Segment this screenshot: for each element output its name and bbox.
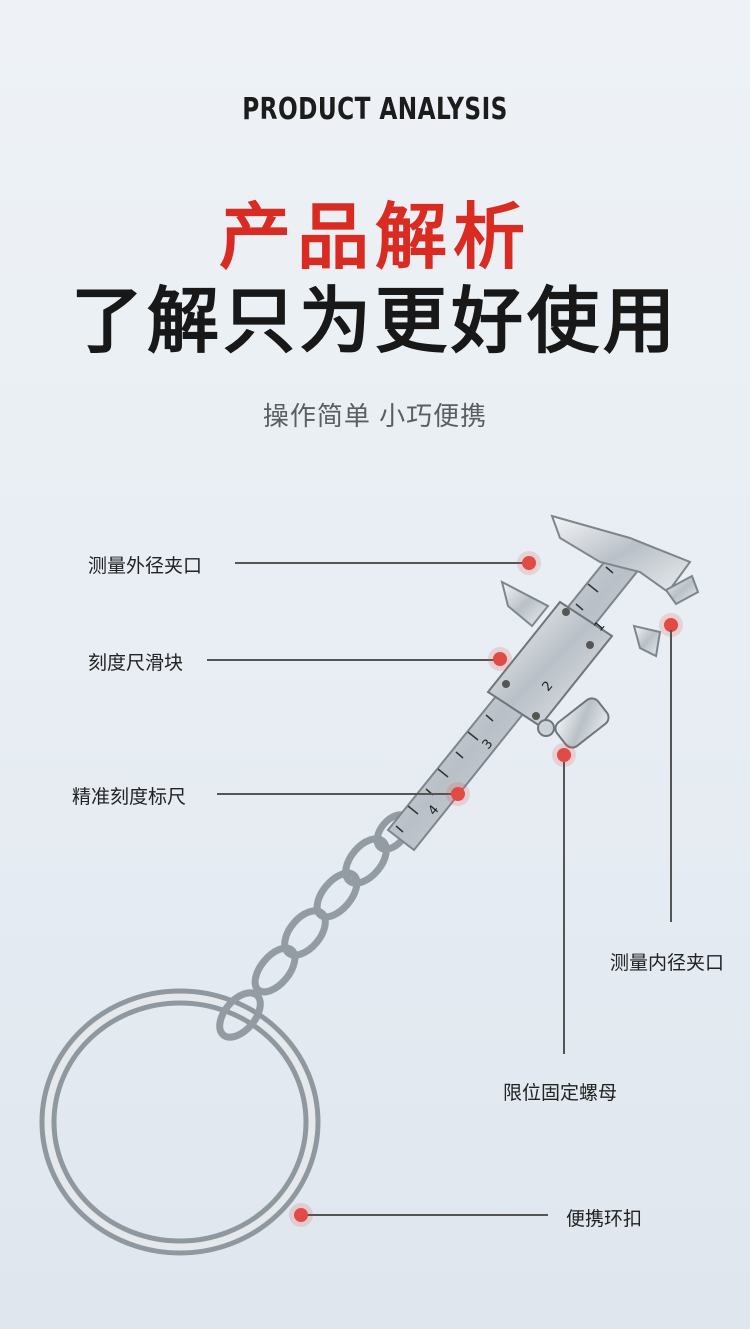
callout-inner-jaw: 测量内径夹口: [610, 952, 725, 974]
marker-lock-nut: [557, 748, 571, 762]
callout-scale: 精准刻度标尺: [72, 786, 187, 808]
marker-inner-jaw: [664, 618, 678, 632]
chain-icon: [216, 811, 413, 1041]
marker-scale: [451, 787, 465, 801]
callout-slider: 刻度尺滑块: [88, 652, 184, 674]
eyebrow-title: PRODUCT ANALYSIS: [242, 92, 508, 127]
leader-line-slider: [207, 659, 499, 661]
leader-line-lock-nut: [563, 762, 565, 1054]
leader-line-outer-jaw: [235, 562, 528, 564]
callout-outer-jaw: 测量外径夹口: [88, 555, 203, 577]
page-title-black: 了解只为更好使用: [70, 279, 679, 363]
page-subtitle: 操作简单 小巧便携: [262, 401, 488, 431]
caliper-keychain-image: 1 2 3 4: [39, 514, 700, 1256]
marker-slider: [493, 652, 507, 666]
leader-line-inner-jaw: [670, 630, 672, 922]
page-title-red: 产品解析: [218, 195, 531, 279]
leader-line-scale: [217, 793, 457, 795]
leader-line-key-ring: [308, 1214, 548, 1216]
marker-key-ring: [294, 1208, 308, 1222]
callout-lock-nut: 限位固定螺母: [503, 1082, 618, 1104]
lock-nut-icon: [537, 697, 610, 749]
caliper-icon: 1 2 3 4: [386, 514, 700, 852]
marker-outer-jaw: [522, 556, 536, 570]
key-ring-icon: [39, 988, 321, 1256]
callout-key-ring: 便携环扣: [566, 1208, 643, 1230]
